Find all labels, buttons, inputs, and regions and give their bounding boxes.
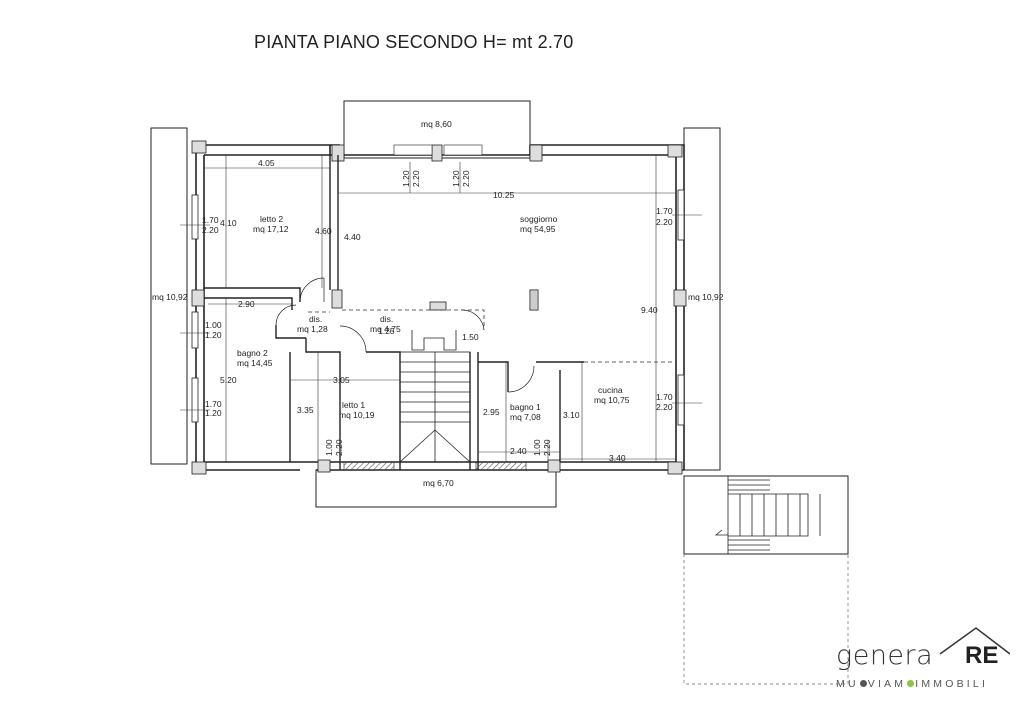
terrace-bottom-area: mq 6,70: [423, 478, 454, 488]
dim-340: 3.40: [609, 453, 626, 463]
cucina-area: mq 10,75: [594, 395, 630, 405]
win-r2-b: 2.20: [656, 402, 673, 412]
external-stair: [714, 476, 821, 554]
logo-sub-1: MU: [836, 678, 859, 690]
stair-block: [683, 475, 849, 555]
dim-125: 1.25: [378, 326, 395, 336]
balconies: [150, 100, 849, 555]
interior-walls: [204, 155, 584, 470]
dim-520: 5.20: [220, 375, 237, 385]
bagno2-area: mq 14,45: [237, 358, 273, 368]
chimney: [529, 289, 539, 311]
soggiorno-name: soggiorno: [520, 214, 558, 224]
window-sills: [343, 144, 527, 471]
bagno2-name: bagno 2: [237, 348, 268, 358]
terrace-bottom: [315, 469, 557, 508]
dim-240: 2.40: [510, 446, 527, 456]
win-b2-b: 2.20: [542, 439, 552, 456]
dim-1025: 10.25: [493, 190, 515, 200]
win-r1-b: 2.20: [656, 217, 673, 227]
dis2-area: mq 4,75: [370, 324, 401, 334]
win-top1-b: 2.20: [411, 170, 421, 187]
dim-410: 4.10: [220, 218, 237, 228]
win-l2-a: 1.00: [205, 320, 222, 330]
balcony-left-area: mq 10,92: [152, 292, 188, 302]
dimension-lines: [180, 155, 702, 470]
wall-piers: [191, 140, 687, 475]
letto2-name: letto 2: [260, 214, 283, 224]
dim-460: 4.60: [315, 226, 332, 236]
logo-mark: RE: [965, 642, 999, 669]
logo-word: genera: [836, 640, 934, 671]
dis2-name: dis.: [380, 314, 393, 324]
dis1-area: mq 1,28: [297, 324, 328, 334]
logo-sub-2: VIAM: [867, 678, 907, 690]
letto1-name: letto 1: [342, 400, 365, 410]
dis1-name: dis.: [309, 314, 322, 324]
bagno1-area: mq 7,08: [510, 412, 541, 422]
brand-logo: genera RE MU VIAM IMMOBILI: [830, 620, 1010, 710]
logo-subtitle: MU VIAM IMMOBILI: [836, 678, 988, 690]
dimension-labels: 4.05 10.25 4.10 4.60 4.40 2.90 9.40 5.20…: [220, 158, 658, 463]
letto1-area: mq 10,19: [339, 410, 375, 420]
win-l3-b: 1.20: [205, 408, 222, 418]
dashed-footprint: [683, 554, 849, 685]
page-title: PIANTA PIANO SECONDO H= mt 2.70: [254, 32, 574, 52]
win-b1-b: 2.20: [334, 439, 344, 456]
window-labels: 1.20 2.20 1.20 2.20 1.70 2.20 1.70 2.20 …: [202, 170, 673, 456]
bagno1-name: bagno 1: [510, 402, 541, 412]
win-top1-a: 1.20: [401, 170, 411, 187]
house-roof-icon: [939, 627, 1010, 655]
dim-150: 1.50: [462, 332, 479, 342]
win-l2-b: 1.20: [205, 330, 222, 340]
dim-310: 3.10: [563, 410, 580, 420]
win-r2-a: 1.70: [656, 392, 673, 402]
dim-290: 2.90: [238, 299, 255, 309]
dot-icon: [859, 680, 867, 687]
dim-335: 3.35: [297, 405, 314, 415]
terrace-top-area: mq 8,60: [421, 119, 452, 129]
win-l1-a: 1.70: [202, 215, 219, 225]
win-b1-a: 1.00: [324, 439, 334, 456]
logo-sub-3: IMMOBILI: [915, 678, 989, 690]
balcony-right-area: mq 10,92: [688, 292, 724, 302]
win-top2-a: 1.20: [451, 170, 461, 187]
win-b2-a: 1.00: [532, 439, 542, 456]
soggiorno-area: mq 54,95: [520, 224, 556, 234]
win-l1-b: 2.20: [202, 225, 219, 235]
dim-440: 4.40: [344, 232, 361, 242]
dim-405: 4.05: [258, 158, 275, 168]
win-top2-b: 2.20: [461, 170, 471, 187]
internal-stair: [399, 330, 471, 463]
letto2-area: mq 17,12: [253, 224, 289, 234]
green-dot-icon: [907, 680, 915, 687]
cucina-name: cucina: [598, 385, 623, 395]
doors: [275, 277, 535, 393]
dim-295: 2.95: [483, 407, 500, 417]
dashed-lines: [308, 309, 676, 363]
dim-940: 9.40: [641, 305, 658, 315]
win-r1-a: 1.70: [656, 206, 673, 216]
room-labels: mq 8,60 mq 6,70 mq 10,92 mq 10,92 letto …: [152, 119, 724, 488]
win-l3-a: 1.70: [205, 399, 222, 409]
dim-305: 3.05: [333, 375, 350, 385]
balcony-left: [150, 127, 188, 465]
